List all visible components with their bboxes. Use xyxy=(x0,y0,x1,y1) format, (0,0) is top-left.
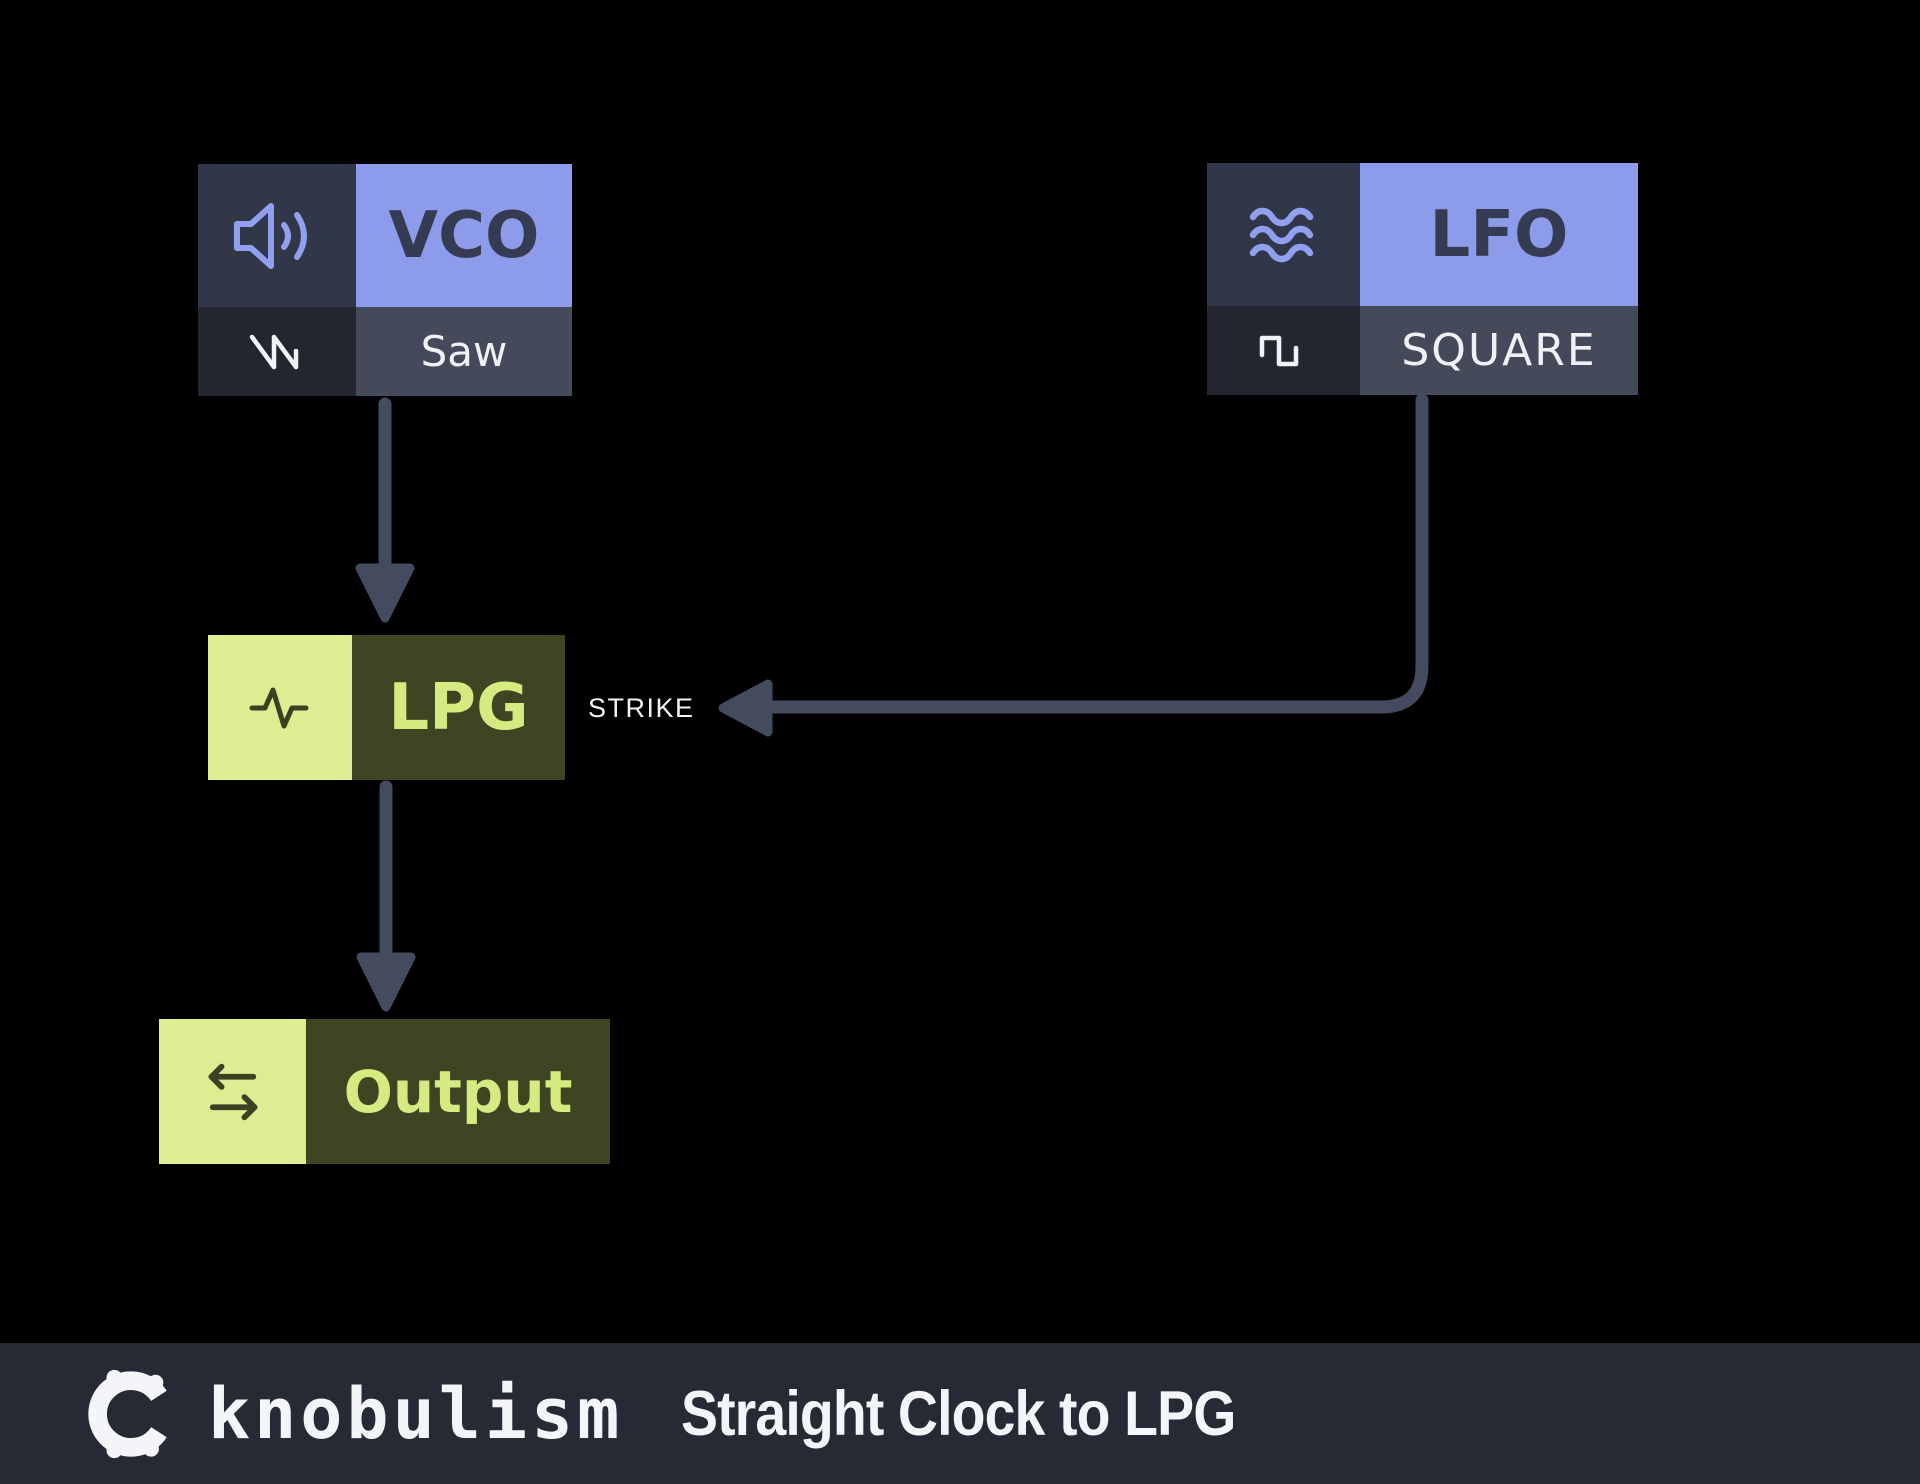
vco-to-lpg-wire xyxy=(355,397,415,623)
lpg-to-output-wire xyxy=(356,780,416,1012)
waves-icon xyxy=(1207,163,1360,306)
node-vco: VCO Saw xyxy=(198,164,572,396)
strike-port-label: STRIKE xyxy=(588,693,695,723)
node-output: Output xyxy=(159,1019,610,1164)
brand-name: knobulism xyxy=(208,1372,624,1455)
node-lfo: LFO SQUARE xyxy=(1207,163,1638,395)
node-lpg: LPG xyxy=(208,635,565,780)
transfer-arrows-icon xyxy=(159,1019,306,1164)
vco-waveform-label: Saw xyxy=(356,307,572,396)
output-label: Output xyxy=(306,1019,610,1164)
patch-title: Straight Clock to LPG xyxy=(681,1378,1236,1449)
lfo-waveform-label: SQUARE xyxy=(1360,306,1638,395)
lpg-label: LPG xyxy=(352,635,565,780)
vco-label: VCO xyxy=(356,164,572,307)
lfo-to-strike-wire xyxy=(718,393,1429,737)
pulse-icon xyxy=(208,635,352,780)
speaker-icon xyxy=(198,164,356,307)
lfo-label: LFO xyxy=(1360,163,1638,306)
knob-logo-icon xyxy=(80,1363,182,1465)
square-wave-icon xyxy=(1207,306,1360,395)
sawtooth-wave-icon xyxy=(198,307,356,396)
footer-bar: knobulism Straight Clock to LPG xyxy=(0,1343,1920,1484)
